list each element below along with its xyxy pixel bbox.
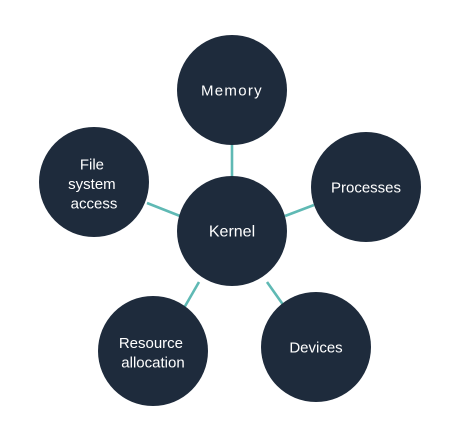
node-memory-label: Memory xyxy=(201,82,263,99)
node-file-system-access-label-line-1: File xyxy=(80,156,104,173)
nodes: Memory Processes Devices Resource alloca… xyxy=(39,35,421,406)
node-kernel: Kernel xyxy=(177,176,287,286)
node-resource-allocation-circle xyxy=(98,296,208,406)
connector-resource-allocation xyxy=(182,281,201,309)
connector-file-system-access xyxy=(146,201,181,218)
node-memory-circle xyxy=(177,35,287,145)
node-kernel-label-line-1: Kernel xyxy=(209,224,255,241)
node-resource-allocation-label-line-2: allocation xyxy=(121,355,184,372)
node-devices: Devices xyxy=(261,292,371,402)
node-processes-circle xyxy=(311,132,421,242)
node-resource-allocation: Resource allocation xyxy=(98,296,208,406)
node-devices-label: Devices xyxy=(289,339,342,356)
node-resource-allocation-label-line-1: Resource xyxy=(119,335,183,352)
node-processes-label: Processes xyxy=(331,179,401,196)
connector-devices xyxy=(265,281,286,307)
node-resource-allocation-label: Resource allocation xyxy=(119,335,187,372)
node-file-system-access-label-line-3: access xyxy=(71,195,118,212)
node-kernel-label: Kernel xyxy=(209,224,255,241)
node-processes: Processes xyxy=(311,132,421,242)
node-file-system-access: File system access xyxy=(39,127,149,237)
node-file-system-access-circle xyxy=(39,127,149,237)
node-processes-label-line-1: Processes xyxy=(331,179,401,196)
connectors xyxy=(146,145,315,309)
node-memory: Memory xyxy=(177,35,287,145)
connector-processes xyxy=(284,203,315,218)
node-file-system-access-label-line-2: system xyxy=(68,176,116,193)
node-devices-circle xyxy=(261,292,371,402)
node-memory-label-line-1: Memory xyxy=(201,82,263,99)
node-file-system-access-label: File system access xyxy=(68,156,120,212)
node-devices-label-line-1: Devices xyxy=(289,339,342,356)
node-kernel-circle xyxy=(177,176,287,286)
